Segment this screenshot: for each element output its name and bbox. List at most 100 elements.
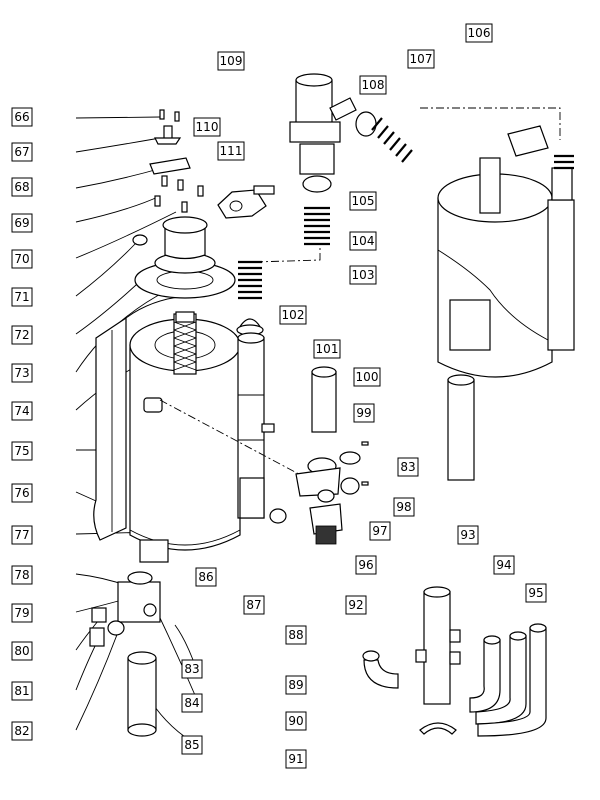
elbow-89 bbox=[362, 650, 399, 689]
callout-number: 67 bbox=[14, 145, 29, 159]
callout-number: 69 bbox=[14, 216, 29, 230]
callout-70: 70 bbox=[11, 249, 33, 269]
callout-72: 72 bbox=[11, 325, 33, 345]
callout-83: 83 bbox=[181, 659, 203, 679]
bolt-101 bbox=[261, 423, 275, 433]
callout-71: 71 bbox=[11, 287, 33, 307]
callout-number: 104 bbox=[352, 234, 375, 248]
callout-77: 77 bbox=[11, 525, 33, 545]
side-fitting bbox=[143, 397, 163, 413]
callout-number: 86 bbox=[198, 570, 213, 584]
callout-102: 102 bbox=[279, 305, 307, 325]
gasket-flange bbox=[134, 252, 236, 299]
callout-number: 84 bbox=[184, 696, 199, 710]
callout-number: 103 bbox=[352, 268, 375, 282]
dashed-centerline bbox=[159, 107, 561, 481]
callout-number: 101 bbox=[316, 342, 339, 356]
callout-101: 101 bbox=[313, 339, 341, 359]
callout-number: 68 bbox=[14, 180, 29, 194]
callout-number: 94 bbox=[496, 558, 511, 572]
callout-number: 91 bbox=[288, 752, 303, 766]
callout-99: 99 bbox=[353, 403, 375, 423]
callout-number: 100 bbox=[356, 370, 379, 384]
callout-91: 91 bbox=[285, 749, 307, 769]
callout-109: 109 bbox=[217, 51, 245, 71]
callout-104: 104 bbox=[349, 231, 377, 251]
callout-107: 107 bbox=[407, 49, 435, 69]
callout-97: 97 bbox=[369, 521, 391, 541]
callout-82: 82 bbox=[11, 721, 33, 741]
spring-107 bbox=[371, 117, 413, 163]
thermostat-probe bbox=[154, 125, 182, 145]
callout-76: 76 bbox=[11, 483, 33, 503]
callout-number: 105 bbox=[352, 194, 375, 208]
pipe-102 bbox=[237, 332, 265, 519]
callout-78: 78 bbox=[11, 565, 33, 585]
callout-98: 98 bbox=[393, 497, 415, 517]
callout-number: 73 bbox=[14, 366, 29, 380]
callout-68: 68 bbox=[11, 177, 33, 197]
callout-number: 70 bbox=[14, 252, 29, 266]
center-dome-cap bbox=[236, 318, 264, 336]
callout-85: 85 bbox=[181, 735, 203, 755]
flange-110-111 bbox=[217, 185, 275, 219]
callout-number: 80 bbox=[14, 644, 29, 658]
callout-number: 111 bbox=[220, 144, 243, 158]
callout-number: 99 bbox=[356, 406, 371, 420]
callout-number: 71 bbox=[14, 290, 29, 304]
callout-number: 92 bbox=[348, 598, 363, 612]
callout-number: 78 bbox=[14, 568, 29, 582]
manifold-90 bbox=[415, 586, 461, 705]
callout-number: 66 bbox=[14, 110, 29, 124]
callout-number: 107 bbox=[410, 52, 433, 66]
bent-pipes-93-95 bbox=[469, 623, 547, 737]
pipe-109 bbox=[289, 73, 357, 143]
callout-88: 88 bbox=[285, 625, 307, 645]
callout-number: 75 bbox=[14, 444, 29, 458]
plug bbox=[132, 234, 148, 246]
clip-91 bbox=[419, 722, 457, 735]
nipple-fittings bbox=[89, 607, 125, 647]
callout-89: 89 bbox=[285, 675, 307, 695]
callout-105: 105 bbox=[349, 191, 377, 211]
callout-96: 96 bbox=[355, 555, 377, 575]
callout-number: 82 bbox=[14, 724, 29, 738]
callout-74: 74 bbox=[11, 401, 33, 421]
callout-81: 81 bbox=[11, 681, 33, 701]
callout-number: 90 bbox=[288, 714, 303, 728]
callout-79: 79 bbox=[11, 603, 33, 623]
callout-number: 95 bbox=[528, 586, 543, 600]
callout-69: 69 bbox=[11, 213, 33, 233]
fitting-block bbox=[117, 571, 161, 623]
callout-67: 67 bbox=[11, 142, 33, 162]
callout-111: 111 bbox=[217, 141, 245, 161]
solenoid-88 bbox=[309, 503, 343, 545]
callout-110: 110 bbox=[193, 117, 221, 137]
gasket-plate bbox=[149, 157, 191, 175]
pipe-100 bbox=[311, 366, 337, 433]
valve-body bbox=[295, 457, 341, 503]
callout-106: 106 bbox=[465, 23, 493, 43]
callout-number: 110 bbox=[196, 120, 219, 134]
top-cap bbox=[162, 216, 208, 260]
callout-number: 89 bbox=[288, 678, 303, 692]
callout-number: 83 bbox=[400, 460, 415, 474]
callout-number: 102 bbox=[282, 308, 305, 322]
sensor-87 bbox=[269, 508, 287, 524]
callout-84: 84 bbox=[181, 693, 203, 713]
callout-number: 96 bbox=[358, 558, 373, 572]
callout-100: 100 bbox=[353, 367, 381, 387]
callout-labels: 66 67 68 69 70 71 72 73 74 75 76 77 78 79 80 81 82 83 84 85… bbox=[11, 23, 547, 769]
callout-87: 87 bbox=[243, 595, 265, 615]
outlet-pipe bbox=[127, 651, 157, 737]
outer-shell-half bbox=[93, 295, 186, 541]
spring-104 bbox=[304, 206, 330, 246]
callout-number: 76 bbox=[14, 486, 29, 500]
callout-80: 80 bbox=[11, 641, 33, 661]
small-screws bbox=[154, 109, 204, 213]
callout-66: 66 bbox=[11, 107, 33, 127]
small-valve-parts bbox=[339, 441, 369, 495]
callout-73: 73 bbox=[11, 363, 33, 383]
callout-92: 92 bbox=[345, 595, 367, 615]
